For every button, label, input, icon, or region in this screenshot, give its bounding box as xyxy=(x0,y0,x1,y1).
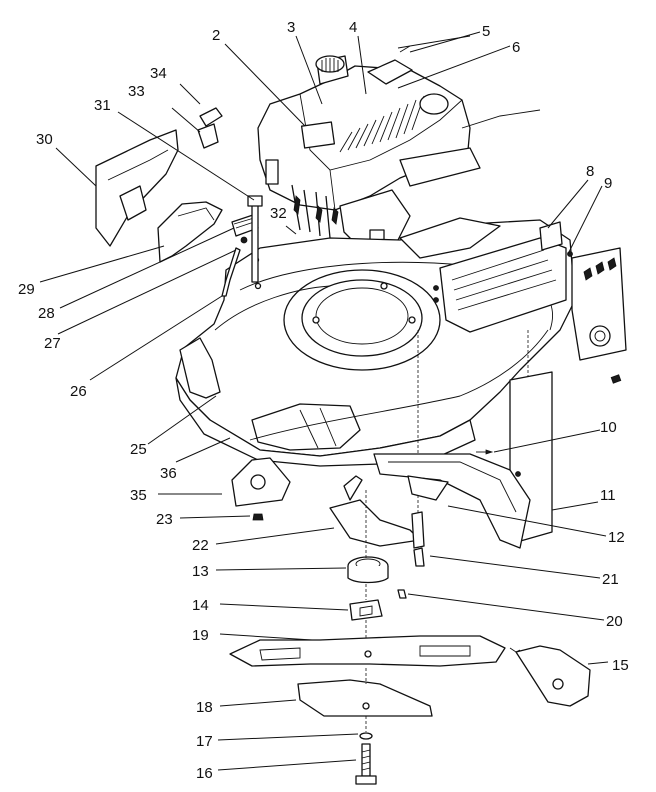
callout-34: 34 xyxy=(150,65,167,82)
callout-19: 19 xyxy=(192,627,209,644)
callout-26: 26 xyxy=(70,383,87,400)
callout-27: 27 xyxy=(44,335,61,352)
callout-numbers: 2 3 4 5 6 34 33 31 30 32 8 9 29 28 27 26… xyxy=(18,19,629,782)
callout-32: 32 xyxy=(270,205,287,222)
lever-bracket-part-29 xyxy=(157,201,223,263)
callout-5: 5 xyxy=(482,23,490,40)
engine-bracket xyxy=(399,147,481,187)
rear-bracket xyxy=(539,221,563,251)
handle-parts xyxy=(95,107,263,297)
callout-15: 15 xyxy=(612,657,629,674)
callout-11: 11 xyxy=(600,487,616,504)
part-14-screw xyxy=(397,589,407,599)
part-13-pin xyxy=(411,511,425,549)
spark-plug xyxy=(265,159,279,185)
adjuster-part-33 xyxy=(197,123,219,149)
callout-28: 28 xyxy=(38,305,55,322)
callout-21: 13 xyxy=(192,563,209,580)
engine-label-plate xyxy=(300,121,336,149)
fuel-tank-cap xyxy=(367,59,413,85)
callout-4: 4 xyxy=(349,19,357,36)
callout-13: 21 xyxy=(602,571,619,588)
engine-assembly xyxy=(257,35,541,249)
part-15-cover xyxy=(515,645,591,707)
air-filter-cover xyxy=(419,93,449,115)
callout-8: 8 xyxy=(586,163,594,180)
bolt-part-31 xyxy=(251,199,259,283)
callout-17: 17 xyxy=(196,733,213,750)
callout-18: 18 xyxy=(196,699,213,716)
callout-33: 33 xyxy=(128,83,145,100)
callout-20: 14 xyxy=(192,597,209,614)
callout-36: 36 xyxy=(160,465,177,482)
deck-left-wheel-flap xyxy=(179,337,221,399)
callout-12: 12 xyxy=(608,529,625,546)
part-16-bolt xyxy=(361,743,371,777)
part-22-bracket xyxy=(329,499,421,547)
knob-part-34 xyxy=(199,107,223,127)
blade-drive-stack xyxy=(229,457,591,785)
callout-23: 23 xyxy=(156,511,173,528)
callout-35: 35 xyxy=(130,487,147,504)
callout-3: 3 xyxy=(287,19,295,36)
callout-10: 10 xyxy=(600,419,617,436)
part-17-washer xyxy=(359,732,373,740)
callout-25: 25 xyxy=(130,441,147,458)
part-20-adapter xyxy=(349,599,383,621)
callout-29: 29 xyxy=(18,281,35,298)
baffle xyxy=(373,453,531,549)
callout-30: 30 xyxy=(36,131,53,148)
callout-6: 6 xyxy=(512,39,520,56)
part-23-nut xyxy=(252,513,264,521)
callout-16: 16 xyxy=(196,765,213,782)
deck-discharge-chute-base xyxy=(399,217,501,259)
callout-31: 31 xyxy=(94,97,111,114)
callout-22: 22 xyxy=(192,537,209,554)
engine-cooling-slots xyxy=(339,95,425,153)
leader-lines xyxy=(39,31,609,771)
part-18-blade xyxy=(297,679,433,717)
callout-9: 9 xyxy=(604,175,612,192)
callout-2: 2 xyxy=(212,27,220,44)
callout-14: 20 xyxy=(606,613,623,630)
